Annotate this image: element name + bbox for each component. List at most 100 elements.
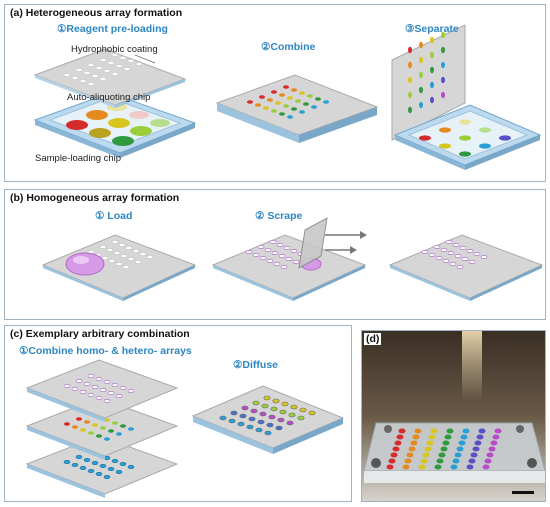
droplet [279, 93, 285, 97]
droplet [308, 410, 316, 416]
droplet [292, 260, 300, 265]
droplet [419, 41, 423, 49]
droplet [228, 418, 236, 424]
droplet [311, 105, 317, 109]
droplet [75, 455, 83, 460]
droplet [95, 376, 103, 381]
droplet [418, 464, 426, 470]
droplet [107, 467, 115, 472]
droplet [64, 422, 70, 426]
droplet [422, 452, 430, 458]
droplet [237, 421, 245, 427]
droplet [466, 248, 474, 253]
droplet [266, 259, 274, 264]
droplet [452, 458, 460, 464]
droplet [398, 428, 406, 434]
droplet [76, 417, 82, 421]
droplet [257, 244, 265, 249]
droplet [433, 244, 441, 249]
droplet [92, 423, 98, 427]
droplet [419, 101, 423, 109]
droplet [472, 446, 480, 452]
droplet [103, 379, 111, 384]
droplet [430, 428, 438, 434]
droplet [115, 262, 123, 267]
droplet [430, 81, 434, 89]
droplet [461, 257, 469, 262]
droplet [388, 458, 396, 464]
droplet [390, 452, 398, 458]
droplet [264, 247, 272, 252]
droplet [290, 248, 298, 253]
droplet [283, 104, 289, 108]
scrape-arrowhead-1 [360, 231, 367, 239]
combined-droplet-array [247, 85, 329, 119]
droplet [299, 407, 307, 413]
droplet [101, 256, 109, 261]
droplet [100, 426, 106, 430]
droplet [426, 440, 434, 446]
droplet [408, 46, 412, 54]
droplet [255, 427, 263, 433]
droplet [119, 462, 127, 467]
panel-c-title: (c) Exemplary arbitrary combination [10, 328, 190, 340]
droplet [474, 440, 482, 446]
step-combine: ②Combine [261, 41, 316, 53]
stacked-chip-edge [27, 426, 105, 460]
screw [384, 425, 392, 433]
panel-c: (c) Exemplary arbitrary combination ①Com… [4, 325, 352, 502]
step-scrape: ② Scrape [255, 210, 303, 222]
separated-bottom-chip [393, 104, 542, 170]
droplet [436, 458, 444, 464]
panel-c-illustration [25, 359, 345, 498]
screw [527, 458, 537, 468]
droplet [447, 250, 455, 255]
droplet [96, 434, 102, 438]
droplet [456, 446, 464, 452]
droplet [446, 428, 454, 434]
droplet [111, 382, 119, 387]
droplet [440, 247, 448, 252]
droplet [139, 251, 147, 256]
droplet [473, 251, 481, 256]
droplet [87, 373, 95, 378]
droplet [104, 437, 110, 441]
droplet [441, 61, 445, 69]
droplet [279, 409, 287, 415]
droplet [315, 97, 321, 101]
droplet [115, 394, 123, 399]
droplet [459, 245, 467, 250]
droplet [478, 428, 486, 434]
droplet [71, 386, 79, 391]
panel-a-illustration [33, 24, 542, 170]
droplet [72, 425, 78, 429]
droplet [476, 434, 484, 440]
droplet [71, 463, 79, 468]
droplet [87, 469, 95, 474]
droplet [103, 399, 111, 404]
homogeneous-droplet-array [421, 239, 488, 270]
droplet [283, 85, 289, 89]
droplet [408, 91, 412, 99]
droplet [111, 459, 119, 464]
droplet [134, 260, 142, 265]
droplet [75, 378, 83, 383]
coating-pointer [134, 54, 156, 64]
step-reagent-preloading: ①Reagent pre-loading [57, 23, 168, 35]
droplet [252, 252, 260, 257]
droplet [402, 464, 410, 470]
droplet [118, 242, 126, 247]
droplet [83, 458, 91, 463]
droplet [259, 256, 267, 261]
droplet [408, 76, 412, 84]
droplet [277, 417, 285, 423]
stacked-chip-edge [27, 388, 105, 422]
droplet [247, 100, 253, 104]
label-auto-aliquoting-chip: Auto-aliquoting chip [67, 92, 151, 103]
droplet [80, 428, 86, 432]
droplet [323, 100, 329, 104]
droplet [271, 109, 277, 113]
droplet [79, 466, 87, 471]
droplet [430, 51, 434, 59]
droplet [269, 239, 277, 244]
